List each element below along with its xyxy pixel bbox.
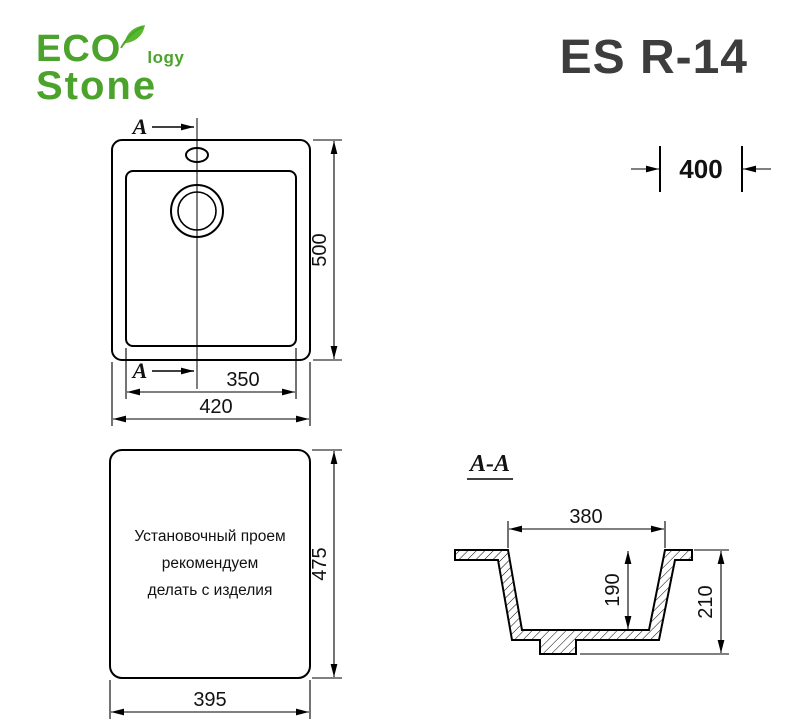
section-view-title: A-A bbox=[468, 451, 510, 477]
dim-420: 420 bbox=[111, 362, 311, 426]
dim-210-label: 210 bbox=[695, 585, 717, 618]
section-arrow-top: A bbox=[131, 114, 194, 139]
section-arrow-bottom: A bbox=[131, 358, 194, 383]
logo-logy-text: logy bbox=[147, 48, 185, 67]
dim-395: 395 bbox=[109, 680, 311, 719]
dim-350-label: 350 bbox=[226, 369, 259, 391]
logo-eco-text: ECO bbox=[36, 28, 122, 70]
dim-350: 350 bbox=[125, 348, 297, 399]
dim-190: 190 bbox=[602, 551, 632, 629]
section-label-bottom: A bbox=[131, 358, 148, 383]
sink-bowl-outline bbox=[125, 170, 297, 347]
dim-500-label: 500 bbox=[309, 233, 331, 266]
dim-475: 475 bbox=[309, 449, 342, 679]
logo: ECO logy Stone bbox=[36, 22, 184, 106]
install-note-line1: Установочный проем bbox=[134, 528, 285, 545]
dim-210: 210 bbox=[580, 549, 729, 655]
section-label-top: A bbox=[131, 114, 148, 139]
install-note-line2: рекомендуем bbox=[162, 555, 259, 572]
section-view: A-A 380 190 210 bbox=[454, 451, 729, 655]
dim-400-label: 400 bbox=[679, 154, 722, 184]
logo-row-eco: ECO logy bbox=[36, 22, 184, 68]
dim-380-label: 380 bbox=[569, 506, 602, 528]
sink-cross-section bbox=[454, 549, 693, 655]
installation-view: Установочный проем рекомендуем делать с … bbox=[109, 449, 342, 719]
dim-475-label: 475 bbox=[309, 547, 331, 580]
install-note-line3: делать с изделия bbox=[148, 582, 273, 599]
dim-400: 400 bbox=[631, 146, 771, 192]
install-opening-outline bbox=[109, 449, 311, 679]
leaf-icon bbox=[117, 22, 149, 54]
logo-stone-text: Stone bbox=[36, 64, 158, 108]
dim-500: 500 bbox=[309, 139, 342, 361]
product-title: ES R-14 bbox=[559, 31, 748, 84]
dim-190-label: 190 bbox=[602, 573, 624, 606]
dim-420-label: 420 bbox=[199, 396, 232, 418]
top-view: A A 500 350 420 bbox=[111, 114, 771, 426]
dim-395-label: 395 bbox=[193, 689, 226, 711]
sink-outer-outline bbox=[111, 139, 311, 361]
dim-380: 380 bbox=[507, 506, 666, 548]
